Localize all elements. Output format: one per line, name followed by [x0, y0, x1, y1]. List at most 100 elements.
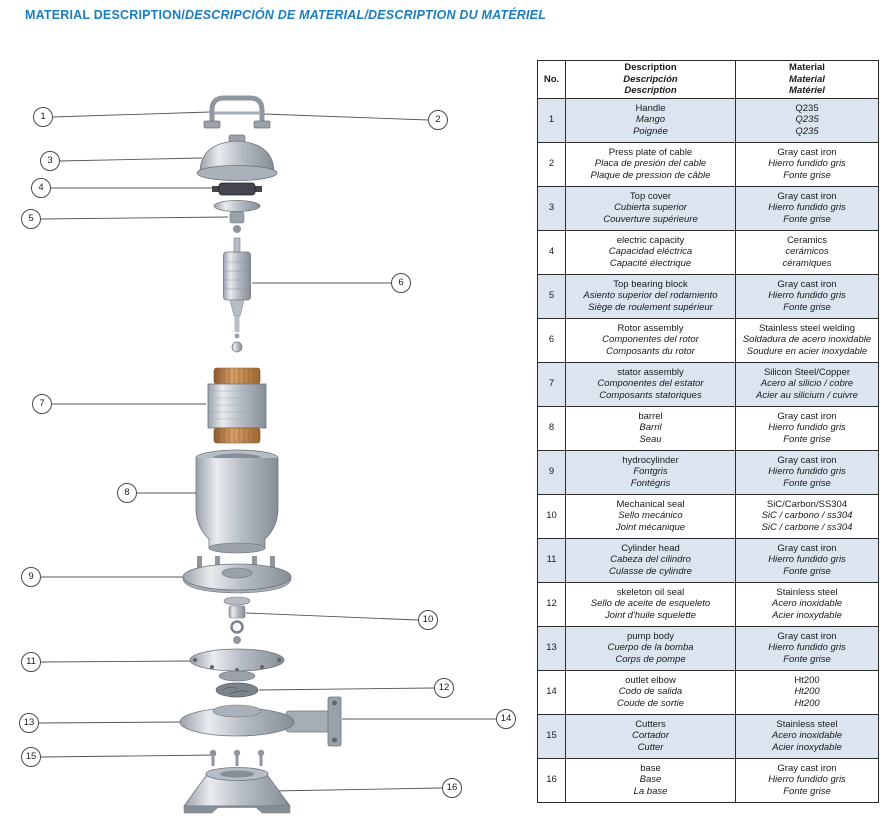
- header-description-fr: Description: [624, 85, 677, 97]
- header-no: No.: [537, 60, 566, 99]
- callout-3: 3: [40, 151, 60, 171]
- part-base: [183, 767, 291, 814]
- callout-11: 11: [21, 652, 41, 672]
- cell-no: 15: [537, 713, 566, 759]
- callout-8: 8: [117, 483, 137, 503]
- page-title-primary: MATERIAL DESCRIPTION/: [25, 8, 185, 22]
- part-cylinder-head: [182, 556, 292, 594]
- callout-15: 15: [21, 747, 41, 767]
- part-stator-assembly: [207, 367, 267, 444]
- part-cutters: [215, 682, 259, 698]
- part-pump-body: [189, 648, 285, 682]
- cell-no: 13: [537, 625, 566, 671]
- cell-no: 2: [537, 141, 566, 187]
- exploded-diagram: 1 2 3 4 5 6 7 8 9 10 11 12 13 14 15 16: [19, 95, 516, 814]
- header-description-es: Descripción: [623, 73, 678, 85]
- part-bolts: [209, 749, 265, 766]
- callout-2: 2: [428, 110, 448, 130]
- callout-16: 16: [442, 778, 462, 798]
- cell-no: 8: [537, 405, 566, 451]
- callout-9: 9: [21, 567, 41, 587]
- header-description-en: Description: [624, 62, 677, 73]
- cell-no: 1: [537, 97, 566, 143]
- callout-12: 12: [434, 678, 454, 698]
- callout-13: 13: [19, 713, 39, 733]
- cell-no: 12: [537, 581, 566, 627]
- part-volute-outlet-elbow: [179, 696, 342, 747]
- cell-no: 9: [537, 449, 566, 495]
- header-material-en: Material: [789, 62, 825, 73]
- cell-no: 7: [537, 361, 566, 407]
- cell-no: 16: [537, 757, 566, 803]
- cell-no: 3: [537, 185, 566, 231]
- cell-no: 4: [537, 229, 566, 275]
- callout-1: 1: [33, 107, 53, 127]
- cell-no: 11: [537, 537, 566, 583]
- cell-no: 5: [537, 273, 566, 319]
- material-table: No. Description Descripción Description …: [537, 60, 879, 803]
- part-handle: [203, 95, 271, 129]
- leader-lines: [38, 111, 496, 792]
- header-material: Material Material Matériel: [735, 60, 879, 99]
- page-title: MATERIAL DESCRIPTION/DESCRIPCIÓN DE MATE…: [25, 8, 546, 22]
- cell-no: 14: [537, 669, 566, 715]
- header-material-es: Material: [789, 73, 825, 85]
- callout-6: 6: [391, 273, 411, 293]
- callout-7: 7: [32, 394, 52, 414]
- part-top-cover: [196, 134, 278, 181]
- pump-exploded-view-drawing: [38, 95, 496, 814]
- part-top-bearing-block: [213, 200, 261, 233]
- callout-10: 10: [418, 610, 438, 630]
- part-press-plate: [212, 182, 262, 196]
- part-barrel: [195, 449, 279, 554]
- callout-4: 4: [31, 178, 51, 198]
- callout-14: 14: [496, 709, 516, 729]
- part-rotor-assembly: [223, 237, 251, 353]
- cell-no: 6: [537, 317, 566, 363]
